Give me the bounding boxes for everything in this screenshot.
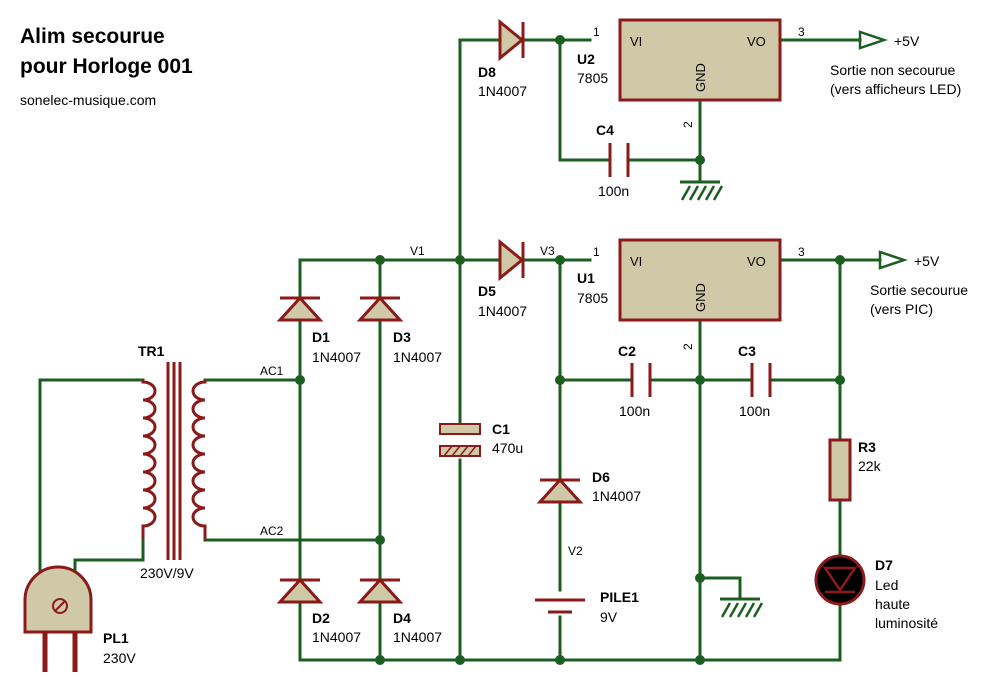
net-labels: AC1 AC2 V1 V3 V2 — [260, 244, 583, 558]
c1-value: 470u — [492, 440, 523, 456]
title-line2: pour Horloge 001 — [20, 55, 193, 78]
u2-vi: VI — [630, 34, 642, 49]
battery-pile1: PILE1 9V — [535, 589, 639, 625]
output-bottom-label-line1: Sortie secourue — [870, 282, 968, 298]
d7-value-line2: haute — [875, 596, 910, 612]
c1-ref: C1 — [492, 421, 510, 437]
net-v2: V2 — [568, 544, 583, 558]
c2-ref: C2 — [618, 343, 636, 359]
u1-pin2: 2 — [681, 343, 695, 350]
tr1-ref: TR1 — [138, 343, 165, 359]
u2-pin3: 3 — [798, 25, 805, 39]
diode-d1: D1 1N4007 — [276, 295, 361, 365]
d4-ref: D4 — [393, 610, 411, 626]
r3-ref: R3 — [858, 439, 876, 455]
d7-value-line3: luminosité — [875, 615, 938, 631]
u2-vo: VO — [747, 34, 766, 49]
plug-pl1: PL1 230V — [23, 565, 136, 672]
diode-d3: D3 1N4007 — [356, 295, 442, 365]
diode-d5: D5 1N4007 — [478, 238, 527, 319]
u1-gnd: GND — [693, 283, 708, 312]
resistor-r3: R3 22k — [828, 438, 882, 502]
diode-d6: D6 1N4007 — [536, 469, 641, 504]
output-top-label-line2: (vers afficheurs LED) — [830, 81, 961, 97]
diode-d2: D2 1N4007 — [276, 577, 361, 645]
u1-vo: VO — [747, 254, 766, 269]
output-terminal-top: +5V Sortie non secourue (vers afficheurs… — [830, 30, 961, 97]
pile1-value: 9V — [600, 609, 618, 625]
d8-ref: D8 — [478, 64, 496, 80]
net-ac2: AC2 — [260, 524, 284, 538]
tr1-value: 230V/9V — [140, 565, 194, 581]
net-ac1: AC1 — [260, 364, 284, 378]
diode-d4: D4 1N4007 — [356, 577, 442, 645]
c3-value: 100n — [739, 403, 770, 419]
capacitor-c4: C4 100n — [596, 122, 630, 199]
u2-pin1: 1 — [593, 25, 600, 39]
regulator-u2: VI VO GND 1 3 2 U2 7805 — [577, 18, 805, 128]
d1-value: 1N4007 — [312, 349, 361, 365]
d5-ref: D5 — [478, 283, 496, 299]
u2-ref: U2 — [577, 51, 595, 67]
regulator-u1: VI VO GND 1 3 2 U1 7805 — [577, 238, 805, 350]
output-top-label-line1: Sortie non secourue — [830, 62, 956, 78]
d3-ref: D3 — [393, 329, 411, 345]
c4-value: 100n — [598, 183, 629, 199]
pl1-value: 230V — [103, 650, 136, 666]
capacitor-c2: C2 100n — [618, 343, 652, 419]
capacitor-c3: C3 100n — [738, 343, 772, 419]
transformer-tr1: TR1 230V/9V — [138, 343, 207, 581]
d7-ref: D7 — [875, 557, 893, 573]
net-v1: V1 — [410, 244, 425, 258]
u1-ref: U1 — [577, 270, 595, 286]
u2-pin2: 2 — [681, 121, 695, 128]
u1-pin3: 3 — [798, 245, 805, 259]
u1-pin1: 1 — [593, 245, 600, 259]
output-terminal-bottom: +5V Sortie secourue (vers PIC) — [870, 250, 968, 317]
title-line1: Alim secourue — [20, 25, 165, 48]
led-d7: D7 Led haute luminosité — [814, 554, 938, 631]
c2-value: 100n — [619, 403, 650, 419]
output-top-voltage: +5V — [894, 33, 920, 49]
title-block: Alim secourue pour Horloge 001 sonelec-m… — [20, 25, 193, 108]
wires — [38, 38, 882, 662]
output-bottom-voltage: +5V — [914, 253, 940, 269]
d4-value: 1N4007 — [393, 629, 442, 645]
ground-symbol-bottom — [720, 597, 764, 618]
d2-ref: D2 — [312, 610, 330, 626]
capacitor-c1: C1 470u — [439, 421, 523, 457]
ground-symbol-top — [680, 180, 724, 201]
d6-ref: D6 — [592, 469, 610, 485]
d3-value: 1N4007 — [393, 349, 442, 365]
diode-d8: D8 1N4007 — [478, 18, 527, 99]
c4-ref: C4 — [596, 122, 614, 138]
pl1-ref: PL1 — [103, 630, 129, 646]
c3-ref: C3 — [738, 343, 756, 359]
d6-value: 1N4007 — [592, 488, 641, 504]
d2-value: 1N4007 — [312, 629, 361, 645]
u2-value: 7805 — [577, 70, 608, 86]
u2-gnd: GND — [693, 63, 708, 92]
junction-dots — [295, 35, 845, 665]
pile1-ref: PILE1 — [600, 589, 639, 605]
u1-vi: VI — [630, 254, 642, 269]
r3-value: 22k — [858, 458, 882, 474]
d7-value-line1: Led — [875, 577, 898, 593]
website-label: sonelec-musique.com — [20, 92, 156, 108]
d5-value: 1N4007 — [478, 303, 527, 319]
d1-ref: D1 — [312, 329, 330, 345]
net-v3: V3 — [540, 244, 555, 258]
d8-value: 1N4007 — [478, 83, 527, 99]
u1-value: 7805 — [577, 290, 608, 306]
output-bottom-label-line2: (vers PIC) — [870, 301, 933, 317]
